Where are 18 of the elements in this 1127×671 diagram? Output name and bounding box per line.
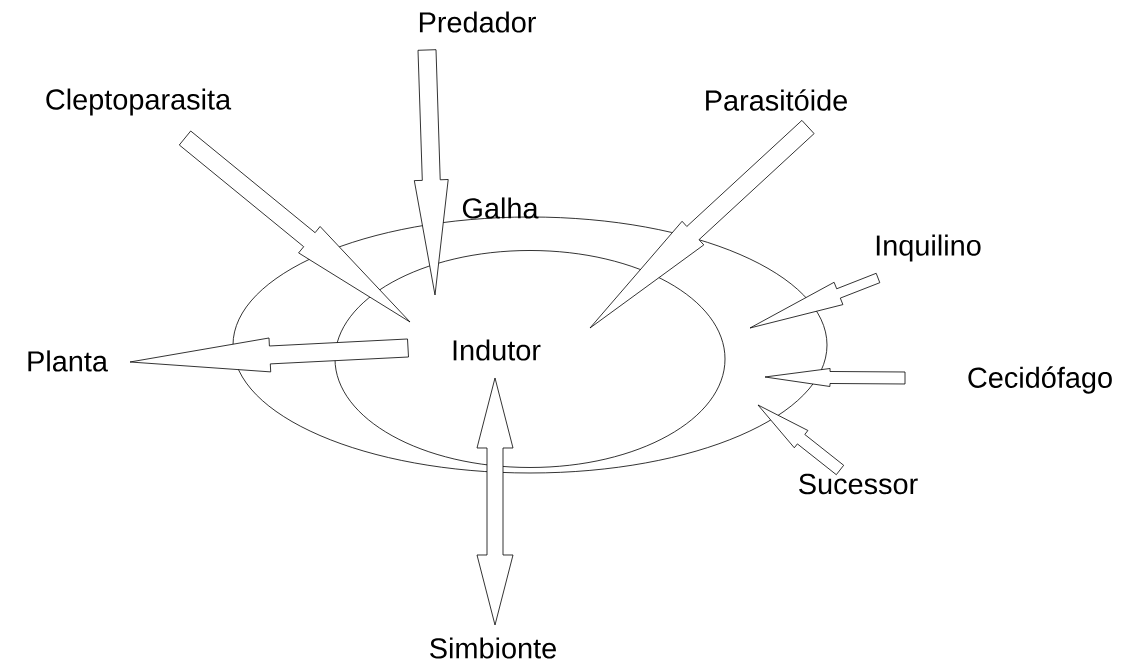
- hollow-arrow: [129, 337, 409, 373]
- hollow-arrow: [764, 368, 906, 387]
- organism-label: Cecidófago: [968, 366, 1112, 394]
- organism-label: Inquilino: [876, 234, 981, 262]
- organism-label: Simbionte: [430, 637, 556, 659]
- hollow-arrow: [476, 377, 514, 626]
- organism-label: Planta: [28, 350, 108, 372]
- organism-label: Predador: [419, 11, 536, 33]
- ellipse-label: Galha: [462, 197, 539, 219]
- hollow-arrow: [757, 404, 845, 476]
- hollow-arrow: [749, 272, 881, 329]
- hollow-arrow: [413, 49, 449, 296]
- hollow-arrow: [589, 120, 815, 329]
- organism-label: Sucessor: [799, 473, 918, 495]
- organism-label: Cleptoparasita: [46, 88, 232, 116]
- organism-label: Parasitóide: [706, 89, 847, 111]
- ellipse-label: Indutor: [453, 339, 541, 361]
- hollow-arrow: [178, 130, 411, 323]
